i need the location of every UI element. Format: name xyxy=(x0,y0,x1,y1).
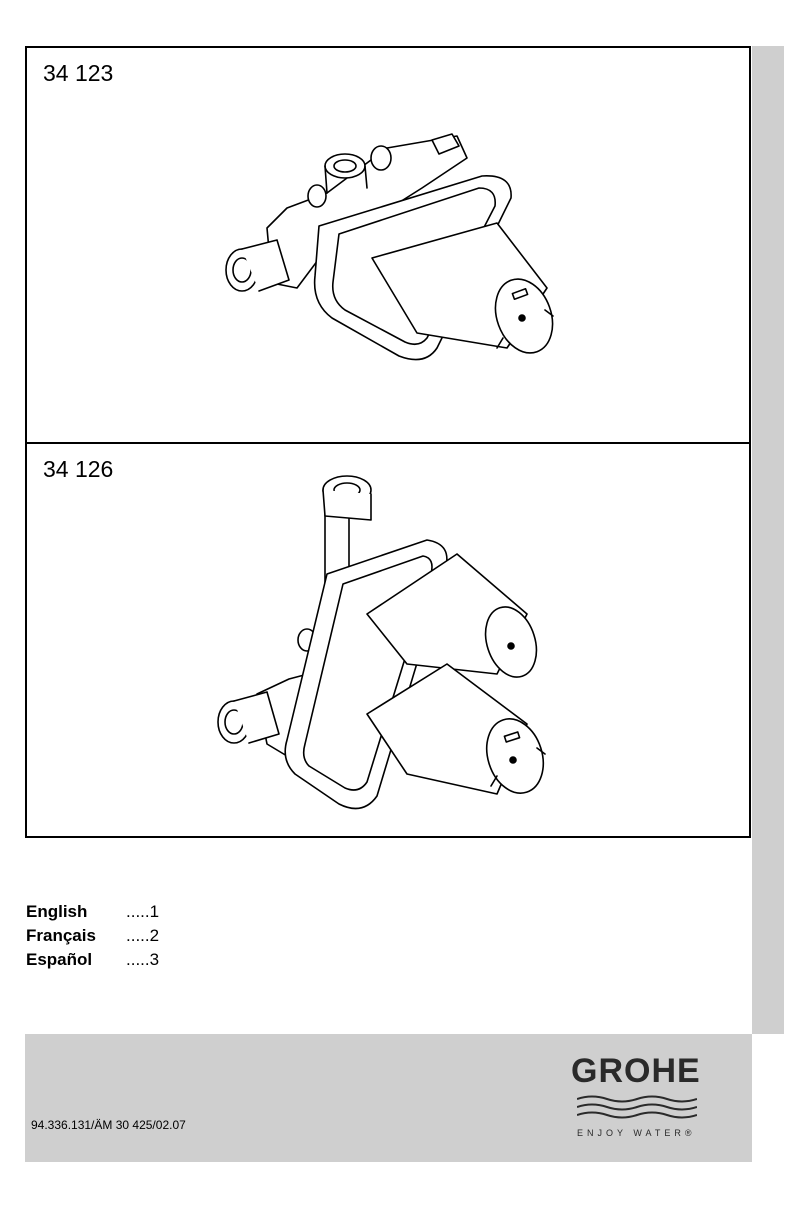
language-page: .....2 xyxy=(126,926,160,945)
three-wave-lines-icon xyxy=(577,1095,697,1119)
valve-illustration-double xyxy=(217,475,546,810)
language-name: Español xyxy=(26,950,93,969)
language-name: Français xyxy=(26,926,96,945)
document-code: 94.336.131/ÄM 30 425/02.07 xyxy=(31,1118,186,1132)
language-row: Español .....3 xyxy=(26,948,159,972)
product-panel-top: 34 123 xyxy=(25,46,751,444)
side-gray-bar xyxy=(752,46,784,1034)
language-index: English .....1 Français .....2 Español .… xyxy=(26,900,159,972)
language-row: Français .....2 xyxy=(26,924,159,948)
valve-illustration-single xyxy=(225,133,554,361)
product-panel-bottom: 34 126 xyxy=(25,442,751,838)
language-page: .....3 xyxy=(126,950,160,969)
footer-band: 94.336.131/ÄM 30 425/02.07 GROHE ENJOY W… xyxy=(25,1034,752,1162)
language-page: .....1 xyxy=(126,902,160,921)
brand-tagline: ENJOY WATER® xyxy=(577,1128,696,1138)
brand-wordmark: GROHE xyxy=(571,1052,701,1090)
language-row: English .....1 xyxy=(26,900,159,924)
brand-logo: GROHE ENJOY WATER® xyxy=(563,1050,713,1140)
language-name: English xyxy=(26,902,88,921)
model-number: 34 126 xyxy=(43,456,114,482)
model-number: 34 123 xyxy=(43,60,114,86)
